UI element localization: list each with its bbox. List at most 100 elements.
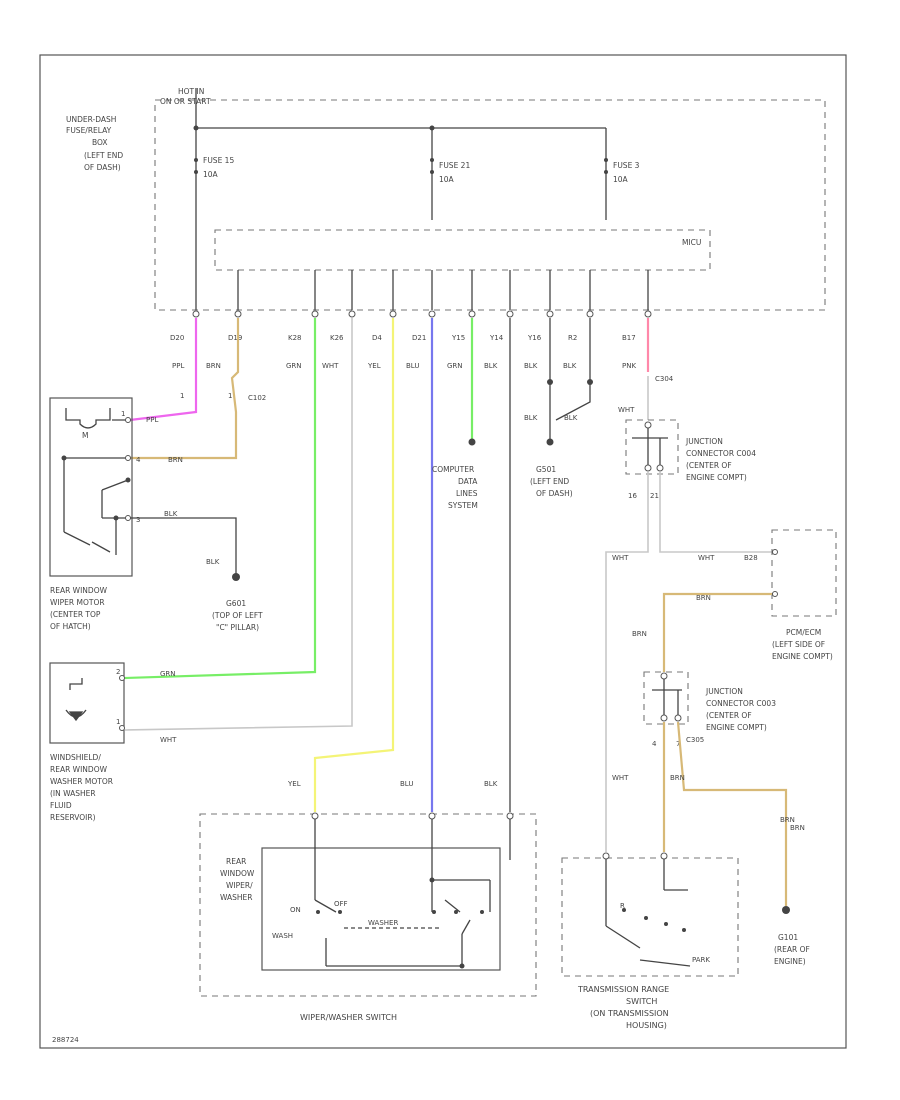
svg-text:REAR WINDOW: REAR WINDOW xyxy=(50,586,108,595)
svg-text:Y16: Y16 xyxy=(527,334,542,342)
svg-text:(IN WASHER: (IN WASHER xyxy=(50,789,96,798)
svg-text:10A: 10A xyxy=(613,175,629,184)
svg-text:(LEFT END: (LEFT END xyxy=(84,151,123,160)
svg-text:K26: K26 xyxy=(330,334,344,342)
svg-text:K28: K28 xyxy=(288,334,302,342)
svg-text:REAR: REAR xyxy=(226,857,246,866)
washer-motor: 2 1 xyxy=(49,662,125,744)
ground-g101-label: G101 (REAR OF ENGINE) xyxy=(774,933,810,966)
svg-text:4: 4 xyxy=(136,456,141,464)
svg-text:FLUID: FLUID xyxy=(50,801,72,810)
svg-text:G601: G601 xyxy=(226,599,246,608)
wire-brn-c003: BRN BRN C305 xyxy=(662,721,805,906)
svg-text:WHT: WHT xyxy=(612,554,629,562)
svg-text:BLK: BLK xyxy=(484,780,498,788)
svg-text:G501: G501 xyxy=(536,465,556,474)
switch-pos-on: ON xyxy=(290,906,301,914)
transmission-range-switch: R PARK xyxy=(561,852,739,977)
svg-text:FUSE 21: FUSE 21 xyxy=(439,161,470,170)
svg-text:2: 2 xyxy=(116,668,120,676)
svg-text:Y14: Y14 xyxy=(489,334,504,342)
svg-text:JUNCTION: JUNCTION xyxy=(685,437,723,446)
svg-text:OF DASH): OF DASH) xyxy=(536,489,573,498)
trans-pos-park: PARK xyxy=(692,956,710,964)
washer-motor-label: WINDSHIELD/ REAR WINDOW WASHER MOTOR (IN… xyxy=(50,753,113,822)
svg-text:BRN: BRN xyxy=(790,824,805,832)
svg-text:BLK: BLK xyxy=(524,414,538,422)
trans-switch-caption: TRANSMISSION RANGE SWITCH (ON TRANSMISSI… xyxy=(577,985,669,1030)
svg-text:BLK: BLK xyxy=(563,362,577,370)
ground-g501-icon xyxy=(546,438,554,446)
svg-text:WHT: WHT xyxy=(160,736,177,744)
svg-text:YEL: YEL xyxy=(287,780,301,788)
fuse-box-outline xyxy=(154,99,826,311)
svg-text:WHT: WHT xyxy=(618,406,635,414)
micu-label: MICU xyxy=(682,238,701,247)
svg-text:B17: B17 xyxy=(622,334,636,342)
wire-yel-switch: YEL xyxy=(287,318,395,812)
wiper-washer-switch: ON OFF WASH WASHER xyxy=(199,812,537,997)
wire-brn-pcm: BRN BRN xyxy=(632,592,772,672)
wire-ppl-path xyxy=(129,318,198,422)
svg-text:Y15: Y15 xyxy=(451,334,465,342)
svg-text:ENGINE COMPT): ENGINE COMPT) xyxy=(772,652,833,661)
hot-label-2: ON OR START xyxy=(160,97,211,106)
switch-pos-off: OFF xyxy=(334,900,348,908)
svg-text:10A: 10A xyxy=(203,170,219,179)
corner-label: 288724 xyxy=(52,1036,79,1044)
svg-text:(LEFT SIDE OF: (LEFT SIDE OF xyxy=(772,640,825,649)
svg-text:DATA: DATA xyxy=(458,477,478,486)
svg-text:BRN: BRN xyxy=(632,630,647,638)
svg-text:BLK: BLK xyxy=(564,414,578,422)
wire-blu-switch: BLU xyxy=(400,318,434,812)
svg-text:C304: C304 xyxy=(655,375,674,383)
ground-g601-label: G601 (TOP OF LEFT "C" PILLAR) xyxy=(212,599,263,632)
svg-text:RESERVOIR): RESERVOIR) xyxy=(50,813,96,822)
svg-text:C305: C305 xyxy=(686,736,704,744)
fuse-3: FUSE 3 10A xyxy=(604,158,640,184)
ground-g101-icon xyxy=(782,906,790,914)
svg-text:PCM/ECM: PCM/ECM xyxy=(786,628,821,637)
wire-blk-g601: BLK BLK xyxy=(130,510,240,581)
svg-text:LINES: LINES xyxy=(456,489,478,498)
svg-text:ENGINE): ENGINE) xyxy=(774,957,806,966)
svg-text:BLU: BLU xyxy=(400,780,413,788)
svg-text:OF DASH): OF DASH) xyxy=(84,163,121,172)
svg-text:(TOP OF LEFT: (TOP OF LEFT xyxy=(212,611,263,620)
svg-text:REAR WINDOW: REAR WINDOW xyxy=(50,765,108,774)
svg-text:HOUSING): HOUSING) xyxy=(626,1021,667,1030)
svg-text:R2: R2 xyxy=(568,334,577,342)
svg-text:WHT: WHT xyxy=(698,554,715,562)
rear-wiper-motor: M 1 4 3 xyxy=(49,397,141,577)
svg-text:16: 16 xyxy=(628,492,637,500)
svg-text:GRN: GRN xyxy=(160,670,176,678)
motor-m-label: M xyxy=(82,431,88,440)
svg-text:BLK: BLK xyxy=(484,362,498,370)
svg-text:B28: B28 xyxy=(744,554,758,562)
hot-label: HOT IN xyxy=(178,87,204,96)
wire-ppl: 1 PPL xyxy=(129,318,198,424)
svg-text:FUSE 15: FUSE 15 xyxy=(203,156,234,165)
svg-text:YEL: YEL xyxy=(367,362,381,370)
svg-text:BLU: BLU xyxy=(406,362,419,370)
svg-text:BRN: BRN xyxy=(780,816,795,824)
wire-brn-c102: 1 C102 BRN xyxy=(130,318,266,464)
svg-text:(CENTER OF: (CENTER OF xyxy=(686,461,732,470)
pcm-ecm xyxy=(771,529,837,617)
svg-text:BRN: BRN xyxy=(696,594,711,602)
svg-text:BLK: BLK xyxy=(206,558,220,566)
fuse-15: FUSE 15 10A xyxy=(194,156,234,179)
svg-text:10A: 10A xyxy=(439,175,455,184)
svg-text:1: 1 xyxy=(121,410,125,418)
svg-text:C102: C102 xyxy=(248,394,266,402)
svg-text:BOX: BOX xyxy=(92,138,108,147)
svg-text:WINDOW: WINDOW xyxy=(220,869,255,878)
svg-text:D4: D4 xyxy=(372,334,382,342)
switch-pos-washer: WASHER xyxy=(368,919,398,927)
svg-text:WIPER MOTOR: WIPER MOTOR xyxy=(50,598,105,607)
svg-text:1: 1 xyxy=(180,392,184,400)
wiper-switch-caption: WIPER/WASHER SWITCH xyxy=(300,1013,397,1022)
svg-text:1: 1 xyxy=(228,392,232,400)
svg-text:FUSE/RELAY: FUSE/RELAY xyxy=(66,126,112,135)
micu-pins: D20 D19 K28 K26 D4 D21 Y15 Y14 Y16 R2 B1… xyxy=(170,310,652,342)
